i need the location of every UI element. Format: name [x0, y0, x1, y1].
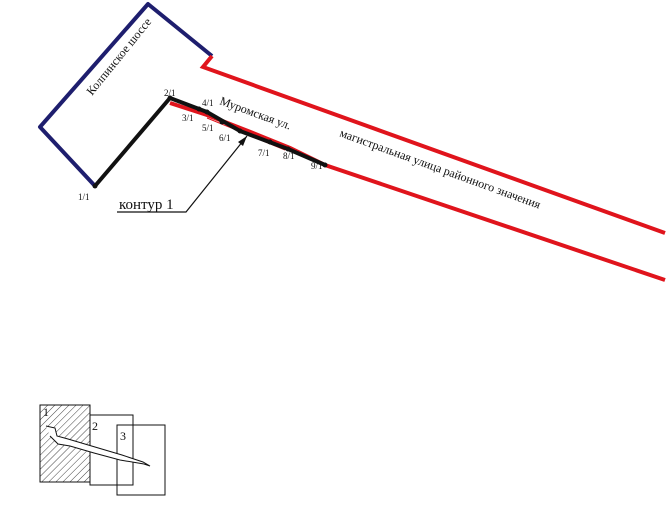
point-label-6: 6/1 [219, 133, 231, 143]
boundary-point-marker [92, 183, 98, 189]
boundary-points [92, 95, 328, 189]
boundary-point-marker [285, 146, 291, 152]
arterial-street [169, 54, 666, 282]
point-label-3: 3/1 [182, 113, 194, 123]
contour-1-boundary [93, 96, 326, 188]
sheet-1-label: 1 [43, 405, 49, 419]
sheet-index-contour-outline [45, 425, 151, 467]
kolpinskoe-highway-line [38, 2, 214, 188]
boundary-point-marker [196, 106, 202, 112]
sheet-3 [116, 424, 166, 496]
boundary-point-marker [167, 95, 173, 101]
sheet-2-label: 2 [92, 419, 98, 433]
point-label-4: 4/1 [202, 98, 214, 108]
boundary-point-marker [322, 162, 328, 168]
arterial-edge-lower [169, 101, 666, 282]
contour-1-label: контур 1 [119, 197, 174, 213]
point-label-9: 9/1 [311, 161, 323, 171]
arterial-street-label: магистральная улица районного значения [338, 126, 543, 212]
boundary-point-marker [267, 139, 273, 145]
sheet-index-diagram: 1 2 3 [39, 404, 166, 496]
point-label-2: 2/1 [164, 88, 176, 98]
boundary-point-marker [237, 128, 243, 134]
kolpinskoe-highway-label: Колпинское шоссе [83, 15, 154, 98]
point-label-1: 1/1 [78, 192, 90, 202]
point-label-5: 5/1 [202, 123, 214, 133]
point-label-8: 8/1 [283, 151, 295, 161]
boundary-point-marker [204, 109, 210, 115]
arterial-edge-upper [199, 54, 666, 235]
sheet-3-label: 3 [120, 429, 126, 443]
boundary-point-marker [219, 119, 225, 125]
point-label-7: 7/1 [258, 148, 270, 158]
contour-1-leader-arrow [238, 136, 247, 146]
